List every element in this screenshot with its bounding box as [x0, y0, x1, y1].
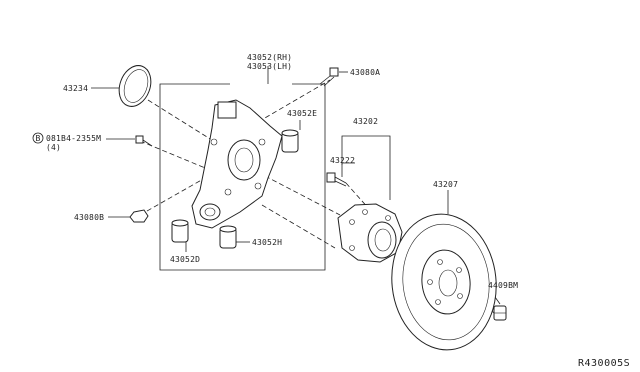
nut-43080b [129, 209, 149, 223]
hub-43202 [337, 203, 403, 263]
label-43222: 43222 [330, 156, 355, 165]
rotor-43207 [391, 213, 497, 351]
bolt-081b4 [135, 135, 153, 147]
label-bolt-code: 081B4-2355M [46, 134, 101, 143]
label-43080a: 43080A [350, 68, 380, 77]
label-43207: 43207 [433, 180, 458, 189]
bushing-43052h [219, 225, 237, 249]
label-43052h: 43052H [252, 238, 282, 247]
knuckle-frame [159, 83, 326, 271]
bushing-43052d [171, 219, 189, 243]
label-43052e: 43052E [287, 109, 317, 118]
hub-bolt-43222 [326, 172, 347, 187]
label-43052d: 43052D [170, 255, 200, 264]
bolt-43080a [319, 67, 339, 87]
bolt-marker-letter: B [36, 134, 41, 143]
label-43053-lh: 43053(LH) [247, 62, 292, 71]
reference-code: R430005S [578, 358, 630, 369]
label-43234: 43234 [63, 84, 88, 93]
label-43080b: 43080B [74, 213, 104, 222]
bolt-4409bm [493, 305, 507, 321]
label-4409bm: 4409BM [488, 281, 518, 290]
seal-43234 [118, 65, 152, 107]
bushing-43052e [281, 129, 299, 153]
label-43052-rh: 43052(RH) [247, 53, 292, 62]
label-bolt-qty: (4) [46, 143, 61, 152]
label-43202: 43202 [353, 117, 378, 126]
knuckle-43052 [191, 99, 283, 229]
bolt-marker: B [32, 132, 44, 144]
